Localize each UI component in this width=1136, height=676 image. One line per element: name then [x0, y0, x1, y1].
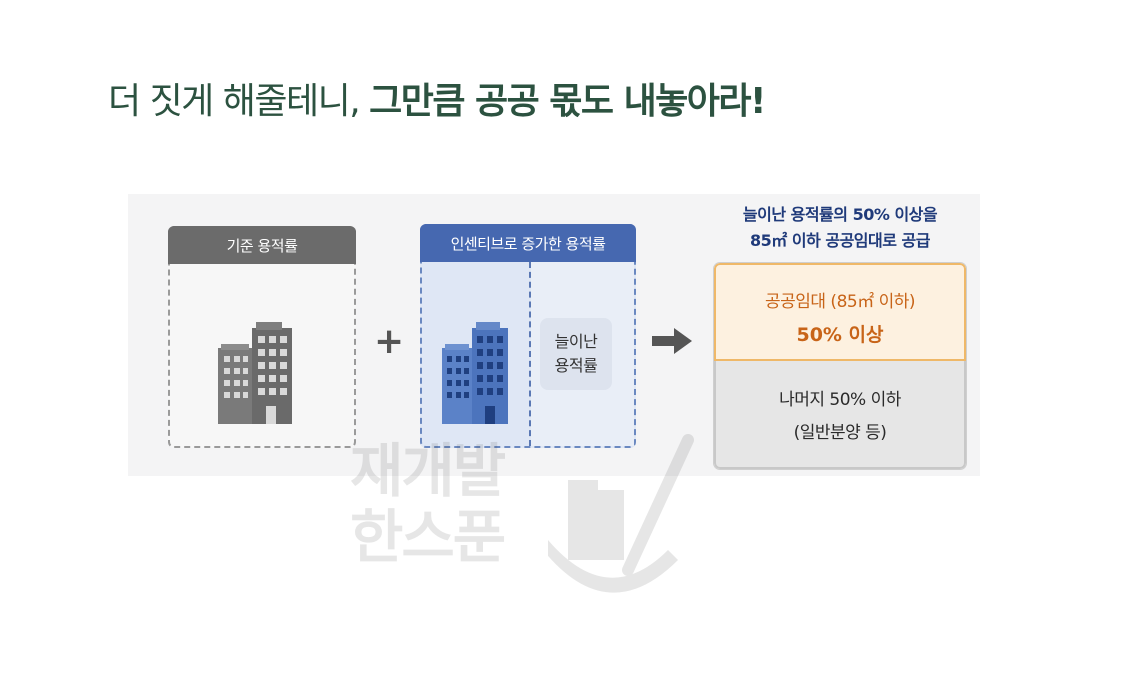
headline: 더 짓게 해줄테니, 그만큼 공공 몫도 내놓아라!: [108, 80, 766, 124]
remainder-label: 나머지 50% 이하: [779, 390, 901, 410]
base-far-header: 기준 용적률: [168, 226, 356, 264]
dashed-divider: [529, 262, 531, 446]
supply-note: 늘이난 용적률의 50% 이상을 85㎡ 이하 공공임대로 공급: [712, 202, 968, 254]
tag-line1: 늘이난: [554, 332, 598, 351]
watermark-logo-icon: [548, 434, 694, 593]
plus-sign: +: [374, 321, 405, 362]
public-rental-share: 50% 이상: [796, 324, 884, 346]
tag-line2: 용적률: [554, 356, 598, 375]
right-arrow-icon: [652, 328, 692, 354]
note-line2: 85㎡ 이하 공공임대로 공급: [750, 231, 930, 250]
base-far-box: 기준 용적률: [168, 226, 356, 448]
building-icon: [218, 322, 292, 424]
watermark-line1: 재개발: [350, 437, 506, 505]
remainder-block: 나머지 50% 이하 (일반분양 등): [714, 361, 966, 469]
remainder-detail: (일반분양 등): [793, 423, 887, 443]
building-icon: [442, 322, 508, 424]
increased-far-tag: 늘이난 용적률: [540, 318, 612, 390]
public-rental-label: 공공임대 (85㎡ 이하): [764, 292, 916, 312]
public-rental-block: 공공임대 (85㎡ 이하) 50% 이상: [714, 263, 966, 361]
headline-light: 더 짓게 해줄테니,: [108, 81, 370, 122]
result-stack: 공공임대 (85㎡ 이하) 50% 이상 나머지 50% 이하 (일반분양 등): [714, 263, 966, 469]
watermark-text: 재개발 한스푼: [350, 437, 506, 571]
watermark-line2: 한스푼: [350, 503, 506, 571]
incentive-far-header: 인센티브로 증가한 용적률: [420, 224, 636, 262]
headline-bold: 그만큼 공공 몫도 내놓아라!: [369, 81, 766, 122]
note-line1: 늘이난 용적률의 50% 이상을: [742, 205, 938, 224]
